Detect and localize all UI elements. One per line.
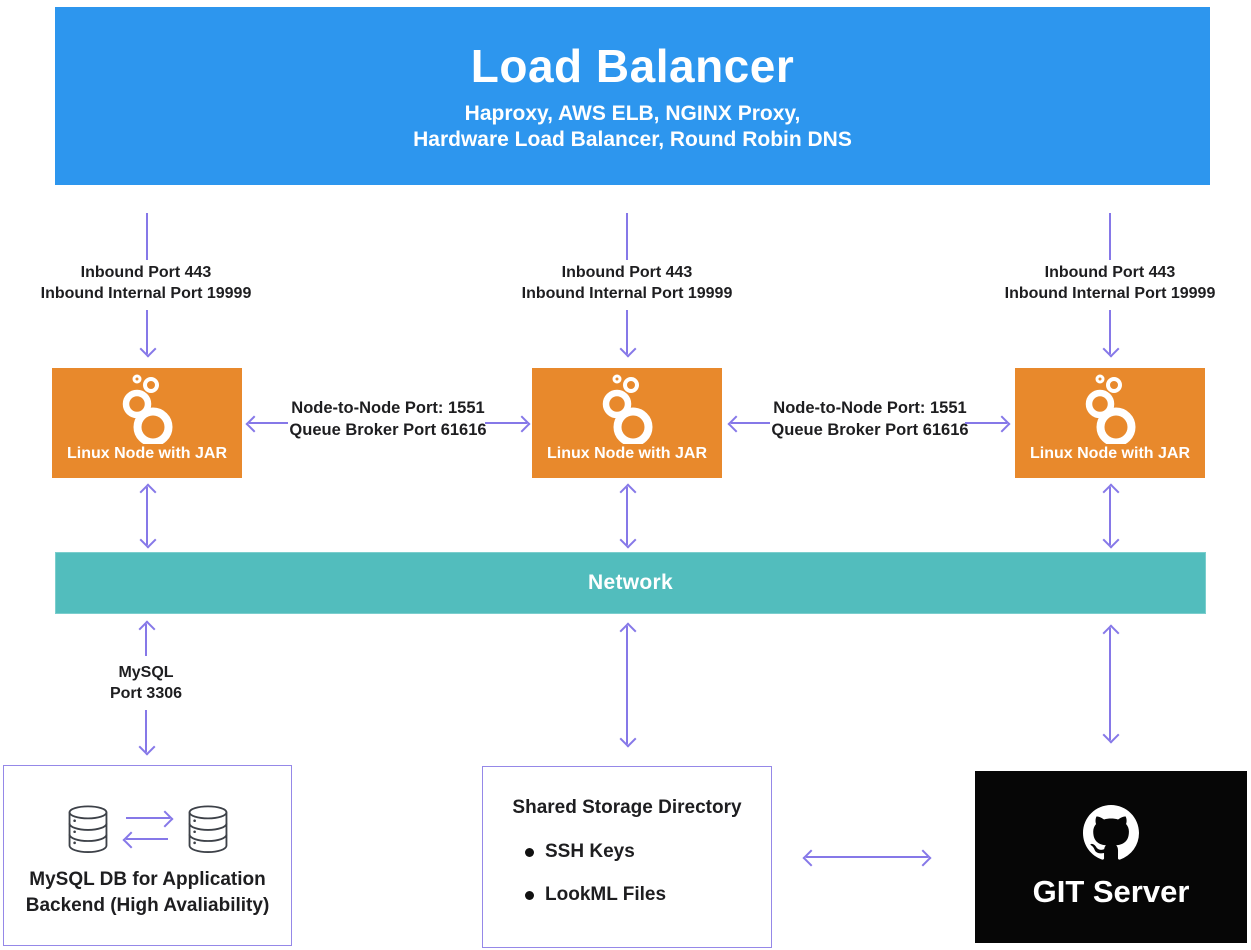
linux-node-1: Linux Node with JAR: [52, 368, 242, 478]
looker-icon: [122, 374, 173, 444]
node-label: Linux Node with JAR: [1030, 445, 1190, 462]
bullet-icon: [525, 847, 534, 857]
looker-icon: [602, 374, 653, 444]
git-server-label: GIT Server: [1032, 873, 1190, 909]
node1-node2-label: Node-to-Node Port: 1551 Queue Broker Por…: [288, 397, 488, 441]
looker-icon: [1085, 374, 1136, 444]
inbound-label-right: Inbound Port 443 Inbound Internal Port 1…: [970, 262, 1250, 304]
node1-node2-arrow-left: [249, 422, 291, 424]
node2-node3-arrow-right: [965, 422, 1007, 424]
inbound-label-left: Inbound Port 443 Inbound Internal Port 1…: [6, 262, 286, 304]
git-server-box: GIT Server: [975, 771, 1247, 943]
network-mysql-arrow-up: [145, 624, 147, 656]
network-bar: Network: [55, 552, 1206, 614]
mysql-db-caption: MySQL DB for Application Backend (High A…: [25, 869, 270, 916]
node2-node3-arrow-left: [731, 422, 773, 424]
bullet-icon: [525, 890, 534, 900]
lb-to-node2-line: [626, 213, 628, 260]
network-git-arrow: [1109, 628, 1111, 740]
load-balancer-subtitle-line1: Haproxy, AWS ELB, NGINX Proxy,: [464, 102, 801, 125]
load-balancer-box: Load Balancer Haproxy, AWS ELB, NGINX Pr…: [55, 7, 1210, 185]
db-replication-arrow-right: [126, 817, 170, 819]
db-replication-arrow-left: [126, 838, 168, 840]
database-icon-replica: [188, 805, 228, 853]
shared-storage-item-lookml-files: LookML Files: [525, 884, 666, 906]
mysql-port-label: MySQL Port 3306: [66, 662, 226, 704]
database-icon-primary: [68, 805, 108, 853]
node1-node2-arrow-right: [485, 422, 527, 424]
node3-network-arrow: [1109, 487, 1111, 545]
linux-node-3: Linux Node with JAR: [1015, 368, 1205, 478]
shared-storage-item-ssh-keys: SSH Keys: [525, 841, 635, 863]
shared-storage-title: Shared Storage Directory: [512, 797, 742, 818]
shared-storage-box: Shared Storage Directory SSH Keys LookML…: [482, 766, 772, 948]
network-shared-arrow: [626, 626, 628, 744]
github-icon: [1083, 804, 1139, 860]
network-mysql-arrow-down: [145, 710, 147, 752]
node-label: Linux Node with JAR: [547, 445, 707, 462]
node-label: Linux Node with JAR: [67, 445, 227, 462]
node1-network-arrow: [146, 487, 148, 545]
node2-node3-label: Node-to-Node Port: 1551 Queue Broker Por…: [770, 397, 970, 441]
lb-to-node1-line: [146, 213, 148, 260]
lb-to-node3-line: [1109, 213, 1111, 260]
mysql-db-box: MySQL DB for Application Backend (High A…: [3, 765, 292, 946]
linux-node-2: Linux Node with JAR: [532, 368, 722, 478]
lb-to-node1-arrow: [146, 310, 148, 354]
node2-network-arrow: [626, 487, 628, 545]
lb-to-node2-arrow: [626, 310, 628, 354]
load-balancer-title: Load Balancer: [470, 40, 795, 92]
shared-git-arrow: [806, 856, 928, 858]
load-balancer-subtitle-line2: Hardware Load Balancer, Round Robin DNS: [413, 128, 852, 151]
lb-to-node3-arrow: [1109, 310, 1111, 354]
network-label: Network: [588, 571, 673, 594]
inbound-label-middle: Inbound Port 443 Inbound Internal Port 1…: [487, 262, 767, 304]
